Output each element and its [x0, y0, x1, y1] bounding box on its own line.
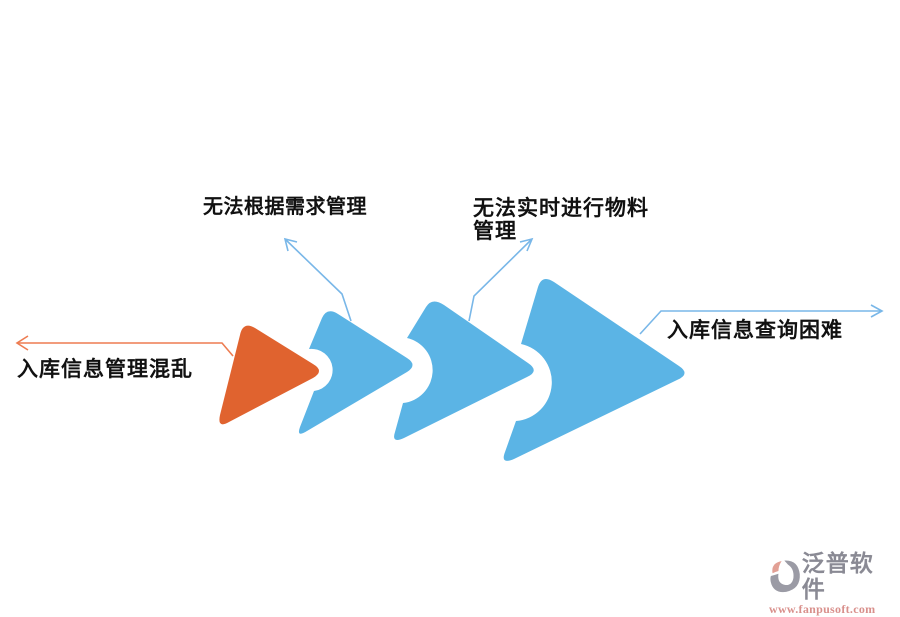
diagram-canvas — [15, 237, 884, 461]
label-stage-1: 入库信息管理混乱 — [17, 358, 193, 381]
stage-shape-2 — [298, 311, 413, 434]
fanpu-swirl-icon — [770, 560, 800, 593]
callout-line-left — [17, 342, 234, 357]
arrow-up-right-icon — [519, 237, 534, 252]
arrow-up-left-icon — [283, 237, 298, 252]
arrow-left-icon — [15, 335, 29, 351]
stage-shape-3 — [394, 301, 534, 440]
stage-shape-4 — [503, 278, 685, 461]
callout-line-top-2 — [468, 238, 533, 322]
fanpu-logo: 泛普软件 www.fanpusoft.com — [768, 550, 894, 617]
logo-url: www.fanpusoft.com — [769, 602, 876, 616]
callout-line-top-1 — [284, 238, 352, 322]
label-stage-2: 无法根据需求管理 — [203, 196, 367, 218]
stage-shape-1 — [219, 325, 319, 425]
arrow-right-icon — [870, 304, 884, 318]
callout-line-right — [639, 310, 882, 335]
label-stage-3: 无法实时进行物料 管理 — [473, 197, 649, 243]
diagram-page: { "diagram": { "type": "process-chevron-… — [15, 196, 884, 616]
label-stage-4: 入库信息查询困难 — [667, 319, 843, 342]
logo-name: 泛普软件 — [801, 550, 874, 602]
